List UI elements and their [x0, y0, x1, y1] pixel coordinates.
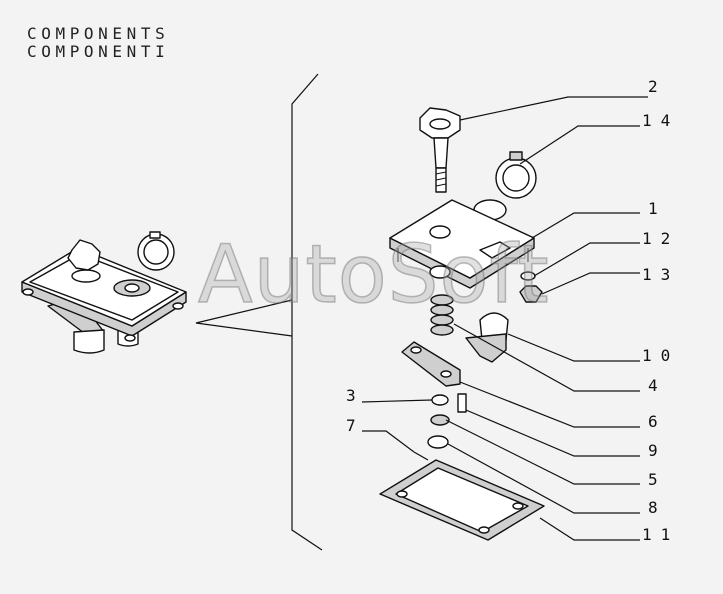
part-knob: [419, 107, 461, 193]
callout-9: 9: [648, 441, 667, 460]
title-componenti: COMPONENTI: [27, 42, 170, 61]
callout-10: 10: [642, 346, 679, 365]
part-spring: [430, 294, 454, 336]
part-valve: [465, 312, 509, 363]
callout-labels: 2 14 1 12 13 10 4 6 9 5 8 11 3 7: [346, 77, 679, 544]
callout-13: 13: [642, 265, 679, 284]
part-plate: [389, 199, 535, 289]
callout-3: 3: [346, 386, 356, 405]
assembled-unit: [21, 231, 187, 354]
separator-bracket: [291, 73, 323, 551]
part-nut-and-washer: [519, 271, 543, 303]
callout-1: 1: [648, 199, 667, 218]
callout-7: 7: [346, 416, 356, 435]
callout-11: 11: [642, 525, 679, 544]
callout-12: 12: [642, 229, 679, 248]
leader-lines: [361, 96, 648, 541]
callout-6: 6: [648, 412, 667, 431]
part-lever: [401, 341, 461, 387]
part-small-items: [413, 393, 467, 461]
callout-2: 2: [648, 77, 664, 96]
part-cap: [473, 151, 537, 221]
title-components: COMPONENTS: [27, 24, 170, 43]
callout-4: 4: [648, 376, 667, 395]
callout-14: 14: [642, 111, 679, 130]
pointer-wedge: [195, 299, 293, 337]
callout-8: 8: [648, 498, 667, 517]
part-gasket: [379, 459, 545, 541]
callout-5: 5: [648, 470, 667, 489]
